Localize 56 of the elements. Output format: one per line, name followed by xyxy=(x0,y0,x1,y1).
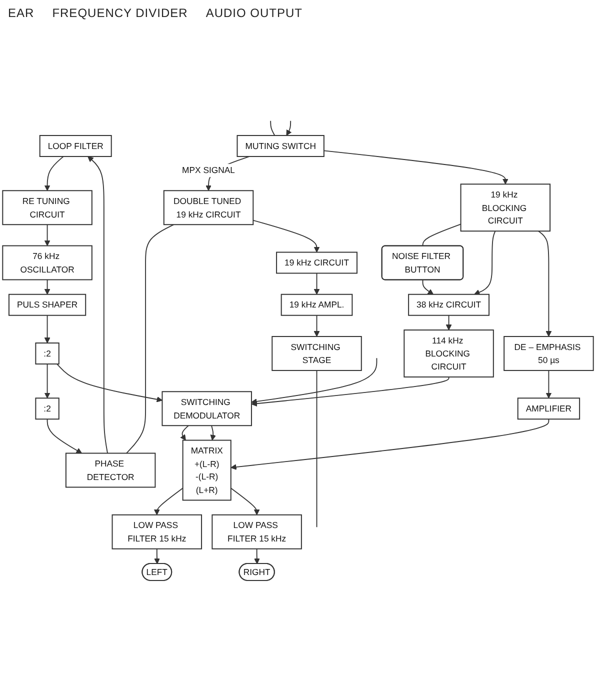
arrow xyxy=(251,376,450,407)
node-box: RE TUNING CIRCUIT xyxy=(2,190,92,226)
node-box: :2 xyxy=(35,342,60,364)
node-box: SWITCHING STAGE xyxy=(272,336,362,371)
connector xyxy=(422,224,462,247)
node-box: AMPLIFIER xyxy=(517,398,580,420)
node-box: MUTING SWITCH xyxy=(236,135,324,157)
node-box: MATRIX +(L-R) -(L-R) (L+R) xyxy=(182,440,232,501)
node-box: 19 kHz BLOCKING CIRCUIT xyxy=(460,184,551,232)
annotation-label: FREQUENCY DIVIDER xyxy=(52,6,188,20)
arrow xyxy=(422,280,434,295)
node-box: PULS SHAPER xyxy=(8,294,86,316)
node-box: PHASE DETECTOR xyxy=(65,452,156,488)
node-box: 76 kHz OSCILLATOR xyxy=(2,245,92,280)
arrow xyxy=(44,224,50,246)
arrow xyxy=(254,548,260,564)
node-box: SWITCHING DEMODULATOR xyxy=(162,391,252,426)
annotation-label: EAR xyxy=(8,6,34,20)
arrow xyxy=(323,150,508,184)
node-box: DE – EMPHASIS 50 µs xyxy=(504,336,594,371)
node-box: LOW PASS FILTER 15 kHz xyxy=(112,514,202,550)
node-box: :2 xyxy=(35,398,60,420)
node-box: DOUBLE TUNED 19 kHz CIRCUIT xyxy=(163,190,254,226)
arrow xyxy=(180,425,189,441)
arrow xyxy=(154,548,160,564)
arrow xyxy=(251,358,378,404)
arrow xyxy=(546,370,552,398)
arrow xyxy=(56,364,162,402)
arrow xyxy=(88,156,108,454)
arrow xyxy=(230,418,550,470)
annotation-label: AUDIO OUTPUT xyxy=(206,6,302,20)
arrow xyxy=(538,230,552,337)
node-box: LOOP FILTER xyxy=(39,135,112,157)
arrow xyxy=(230,488,260,516)
arrow xyxy=(314,314,320,337)
arrow xyxy=(474,230,496,296)
node-box: 19 kHz AMPL. xyxy=(280,294,353,316)
edge-label: MPX SIGNAL xyxy=(182,165,235,176)
arrow xyxy=(44,279,50,295)
connector xyxy=(316,370,318,528)
arrow xyxy=(252,220,320,252)
arrow xyxy=(44,364,50,398)
node-box: 38 kHz CIRCUIT xyxy=(408,294,490,316)
node-box: 19 kHz CIRCUIT xyxy=(276,252,358,274)
arrow xyxy=(154,488,184,516)
arrow xyxy=(44,314,50,344)
connector xyxy=(126,224,174,454)
arrow xyxy=(314,272,320,295)
node-box: LOW PASS FILTER 15 kHz xyxy=(212,514,302,550)
arrow xyxy=(286,120,292,136)
node-box: 114 kHz BLOCKING CIRCUIT xyxy=(404,330,494,378)
arrow xyxy=(46,418,82,454)
arrow xyxy=(44,156,64,191)
arrow xyxy=(210,425,216,441)
arrow xyxy=(446,314,452,330)
connector xyxy=(270,120,276,136)
